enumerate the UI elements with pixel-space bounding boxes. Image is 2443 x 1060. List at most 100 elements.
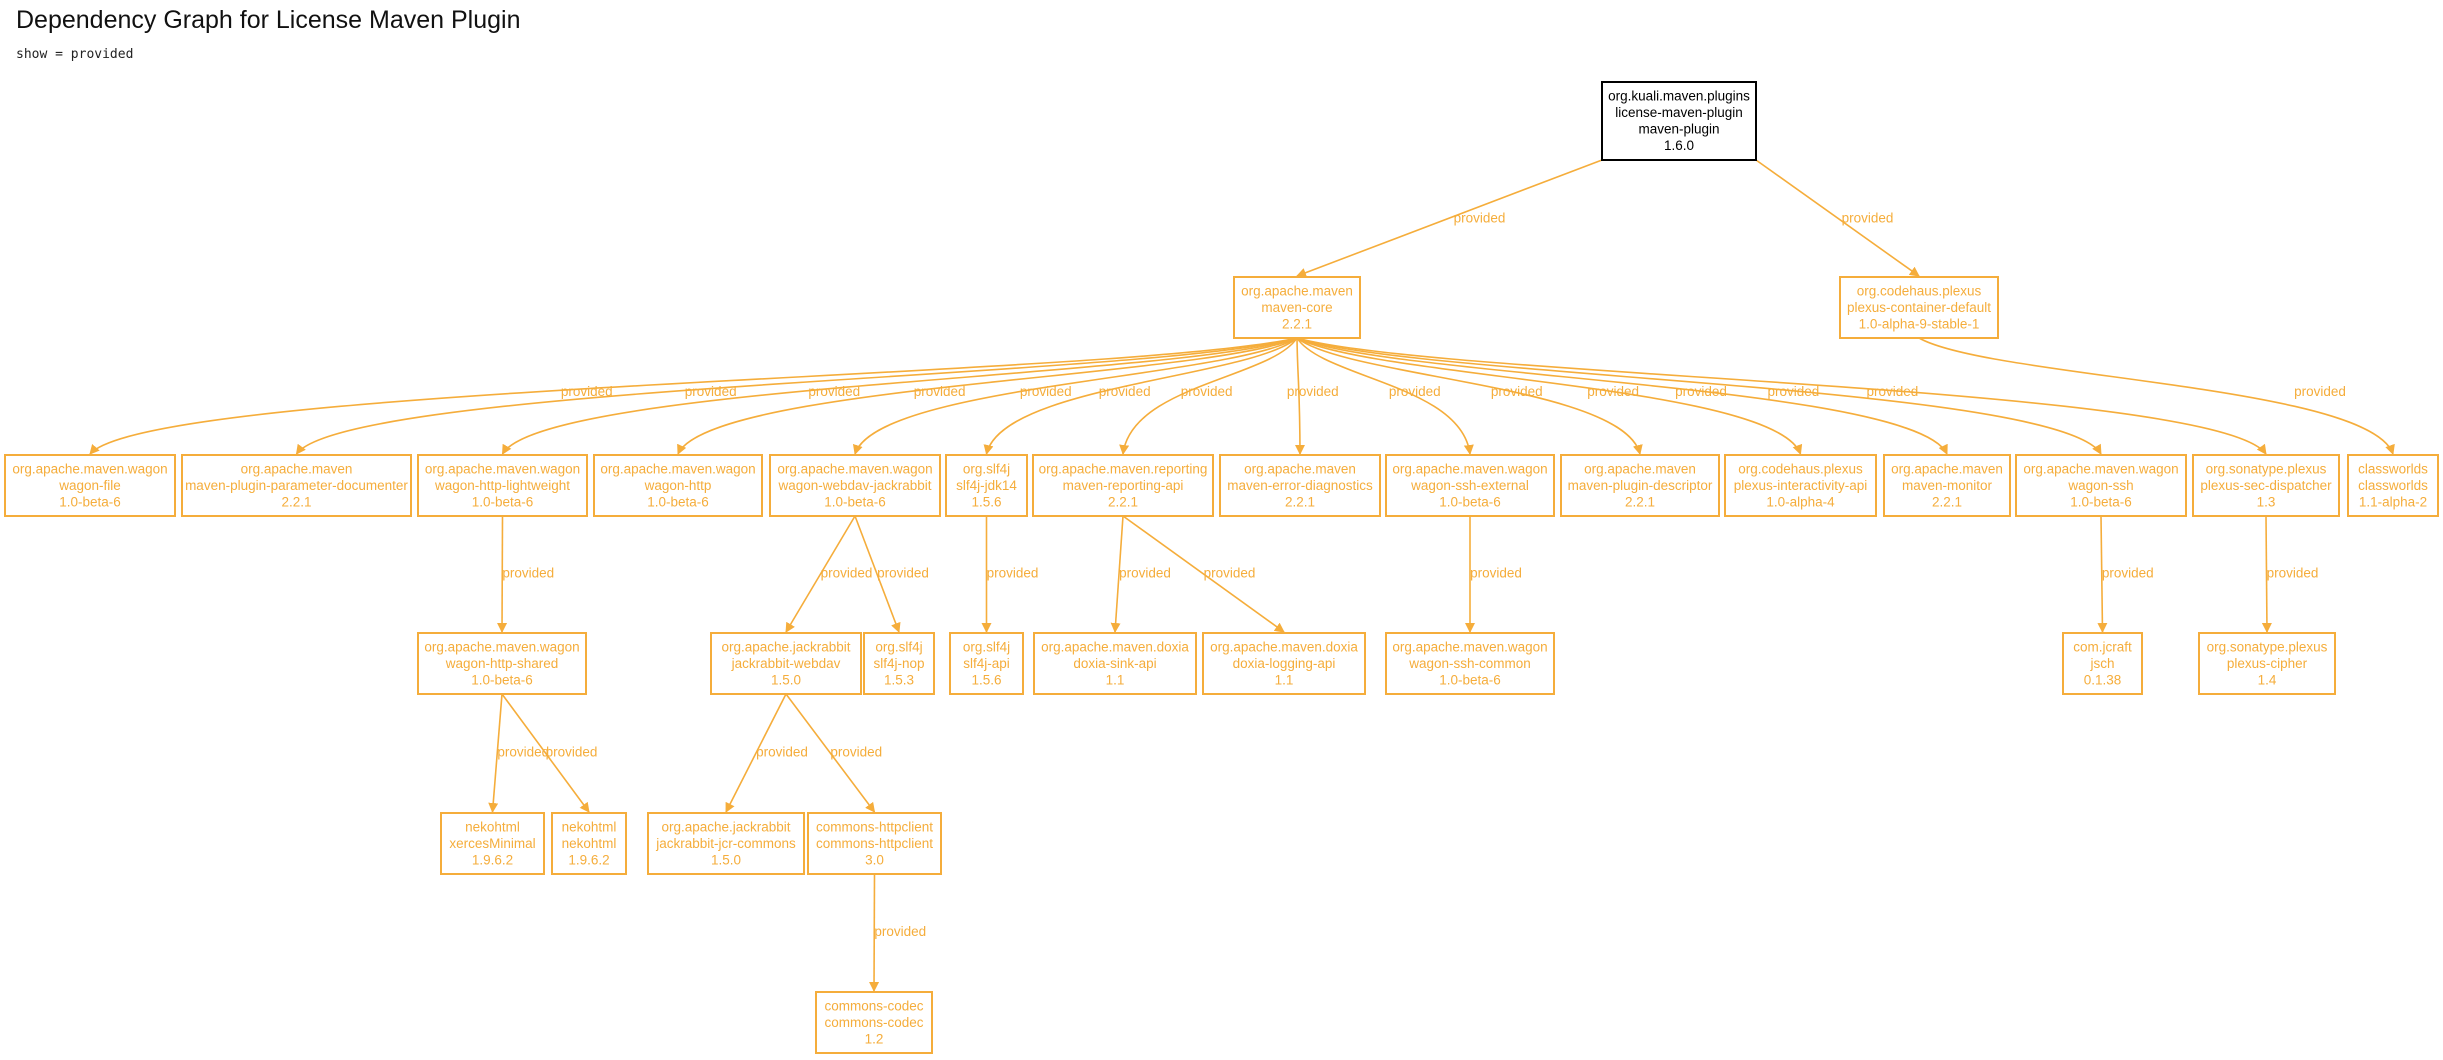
node-label-line: org.apache.maven: [1244, 461, 1356, 476]
node-box: [1385, 632, 1555, 695]
edge-label: provided: [1389, 384, 1441, 399]
edge-label: provided: [1491, 384, 1543, 399]
node-label-line: 3.0: [865, 852, 884, 867]
edge-label: provided: [987, 566, 1039, 581]
node-label-line: classworlds: [2358, 478, 2428, 493]
node-box: [647, 812, 805, 875]
node-label-line: 1.5.0: [711, 852, 741, 867]
node-label-line: 2.2.1: [281, 494, 311, 509]
node-box: [1385, 454, 1555, 517]
node-label-line: 1.0-beta-6: [824, 494, 886, 509]
node-label-line: plexus-interactivity-api: [1734, 478, 1868, 493]
node-label-line: 2.2.1: [1108, 494, 1138, 509]
edge-label: provided: [2267, 566, 2319, 581]
node-label-line: 1.3: [2257, 494, 2276, 509]
node-label-line: org.sonatype.plexus: [2206, 461, 2327, 476]
node-wagon-webdav-jackrabbit: org.apache.maven.wagonwagon-webdav-jackr…: [769, 454, 941, 517]
node-label-line: 1.0-beta-6: [1439, 672, 1501, 687]
node-label-line: maven-plugin-parameter-documenter: [185, 478, 408, 493]
edge-label: provided: [1675, 384, 1727, 399]
node-wagon-ssh-external: org.apache.maven.wagonwagon-ssh-external…: [1385, 454, 1555, 517]
node-label-line: org.apache.maven.reporting: [1039, 461, 1208, 476]
node-box: [949, 632, 1024, 695]
node-wagon-file: org.apache.maven.wagonwagon-file1.0-beta…: [4, 454, 176, 517]
node-plexus-container-default: org.codehaus.plexusplexus-container-defa…: [1839, 276, 1999, 339]
edge-wagon-http-lightweight-to-wagon-http-shared: [497, 515, 508, 633]
node-box: [417, 632, 587, 695]
edge-maven-core-to-wagon-ssh: [1296, 337, 2102, 455]
node-label-line: 2.2.1: [1282, 316, 1312, 331]
edge-maven-core-to-maven-monitor: [1296, 337, 1948, 455]
page-title: Dependency Graph for License Maven Plugi…: [16, 6, 521, 34]
edge-label: provided: [821, 566, 873, 581]
node-label-line: org.slf4j: [963, 639, 1010, 654]
node-label-line: 0.1.38: [2084, 672, 2122, 687]
edge-maven-core-to-maven-plugin-descriptor: [1296, 337, 1643, 455]
edge-wagon-http-shared-to-xercesMinimal: [488, 693, 503, 813]
edge-label: provided: [1204, 566, 1256, 581]
node-box: [4, 454, 176, 517]
edge-label: provided: [914, 384, 966, 399]
edge-label: provided: [685, 384, 737, 399]
node-label-line: 1.5.3: [884, 672, 914, 687]
node-label-line: org.sonatype.plexus: [2207, 639, 2328, 654]
node-label-line: org.slf4j: [963, 461, 1010, 476]
edge-root-to-maven-core: [1296, 159, 1603, 278]
node-label-line: wagon-webdav-jackrabbit: [777, 478, 931, 493]
edge-maven-core-to-slf4j-jdk14: [983, 337, 1298, 455]
edge-jackrabbit-webdav-to-jackrabbit-jcr-commons: [725, 693, 787, 813]
node-label-line: org.apache.maven: [1241, 283, 1353, 298]
node-box: [863, 632, 935, 695]
edge-maven-core-to-maven-plugin-parameter-documenter: [295, 337, 1298, 455]
node-label-line: commons-httpclient: [816, 819, 933, 834]
node-label-line: org.apache.maven.wagon: [600, 461, 755, 476]
edge-label: provided: [502, 566, 554, 581]
node-label-line: org.apache.maven.wagon: [1392, 639, 1547, 654]
edge-jackrabbit-webdav-to-commons-httpclient: [785, 693, 876, 813]
node-label-line: wagon-ssh: [2067, 478, 2133, 493]
node-label-line: org.kuali.maven.plugins: [1608, 89, 1750, 104]
node-label-line: 1.9.6.2: [472, 852, 513, 867]
node-label-line: slf4j-api: [963, 656, 1010, 671]
node-label-line: wagon-http-lightweight: [434, 478, 570, 493]
edge-maven-core-to-wagon-file: [89, 337, 1298, 455]
edge-maven-reporting-api-to-doxia-logging-api: [1122, 515, 1285, 633]
node-box: [815, 991, 933, 1054]
edge-commons-httpclient-to-commons-codec: [869, 873, 880, 992]
node-label-line: maven-monitor: [1902, 478, 1993, 493]
node-box: [1202, 632, 1366, 695]
node-label-line: com.jcraft: [2073, 639, 2132, 654]
node-label-line: 1.0-beta-6: [1439, 494, 1501, 509]
edge-wagon-ssh-to-jsch: [2097, 515, 2108, 633]
node-label-line: org.apache.maven: [1584, 461, 1696, 476]
edge-wagon-webdav-jackrabbit-to-slf4j-nop: [854, 515, 901, 633]
edge-maven-core-to-wagon-ssh-external: [1296, 337, 1474, 455]
node-box: [1601, 81, 1757, 161]
node-label-line: jackrabbit-webdav: [731, 656, 841, 671]
edge-maven-core-to-wagon-http: [677, 337, 1298, 455]
node-label-line: nekohtml: [562, 819, 617, 834]
node-jackrabbit-webdav: org.apache.jackrabbitjackrabbit-webdav1.…: [710, 632, 862, 695]
edge-maven-core-to-wagon-http-lightweight: [501, 337, 1298, 455]
node-label-line: maven-core: [1261, 300, 1332, 315]
edge-label: provided: [877, 566, 929, 581]
nodes-layer: org.kuali.maven.pluginslicense-maven-plu…: [4, 81, 2439, 1054]
edge-label: provided: [1454, 211, 1506, 226]
node-label-line: 2.2.1: [1285, 494, 1315, 509]
edge-label: provided: [808, 384, 860, 399]
edge-plexus-container-default-to-classworlds: [1918, 337, 2395, 455]
node-label-line: org.apache.maven.doxia: [1210, 639, 1358, 654]
node-label-line: org.apache.maven.wagon: [12, 461, 167, 476]
edge-label: provided: [561, 384, 613, 399]
edge-label: provided: [497, 745, 549, 760]
node-label-line: wagon-ssh-common: [1408, 656, 1531, 671]
edge-wagon-http-shared-to-nekohtml: [501, 693, 590, 813]
